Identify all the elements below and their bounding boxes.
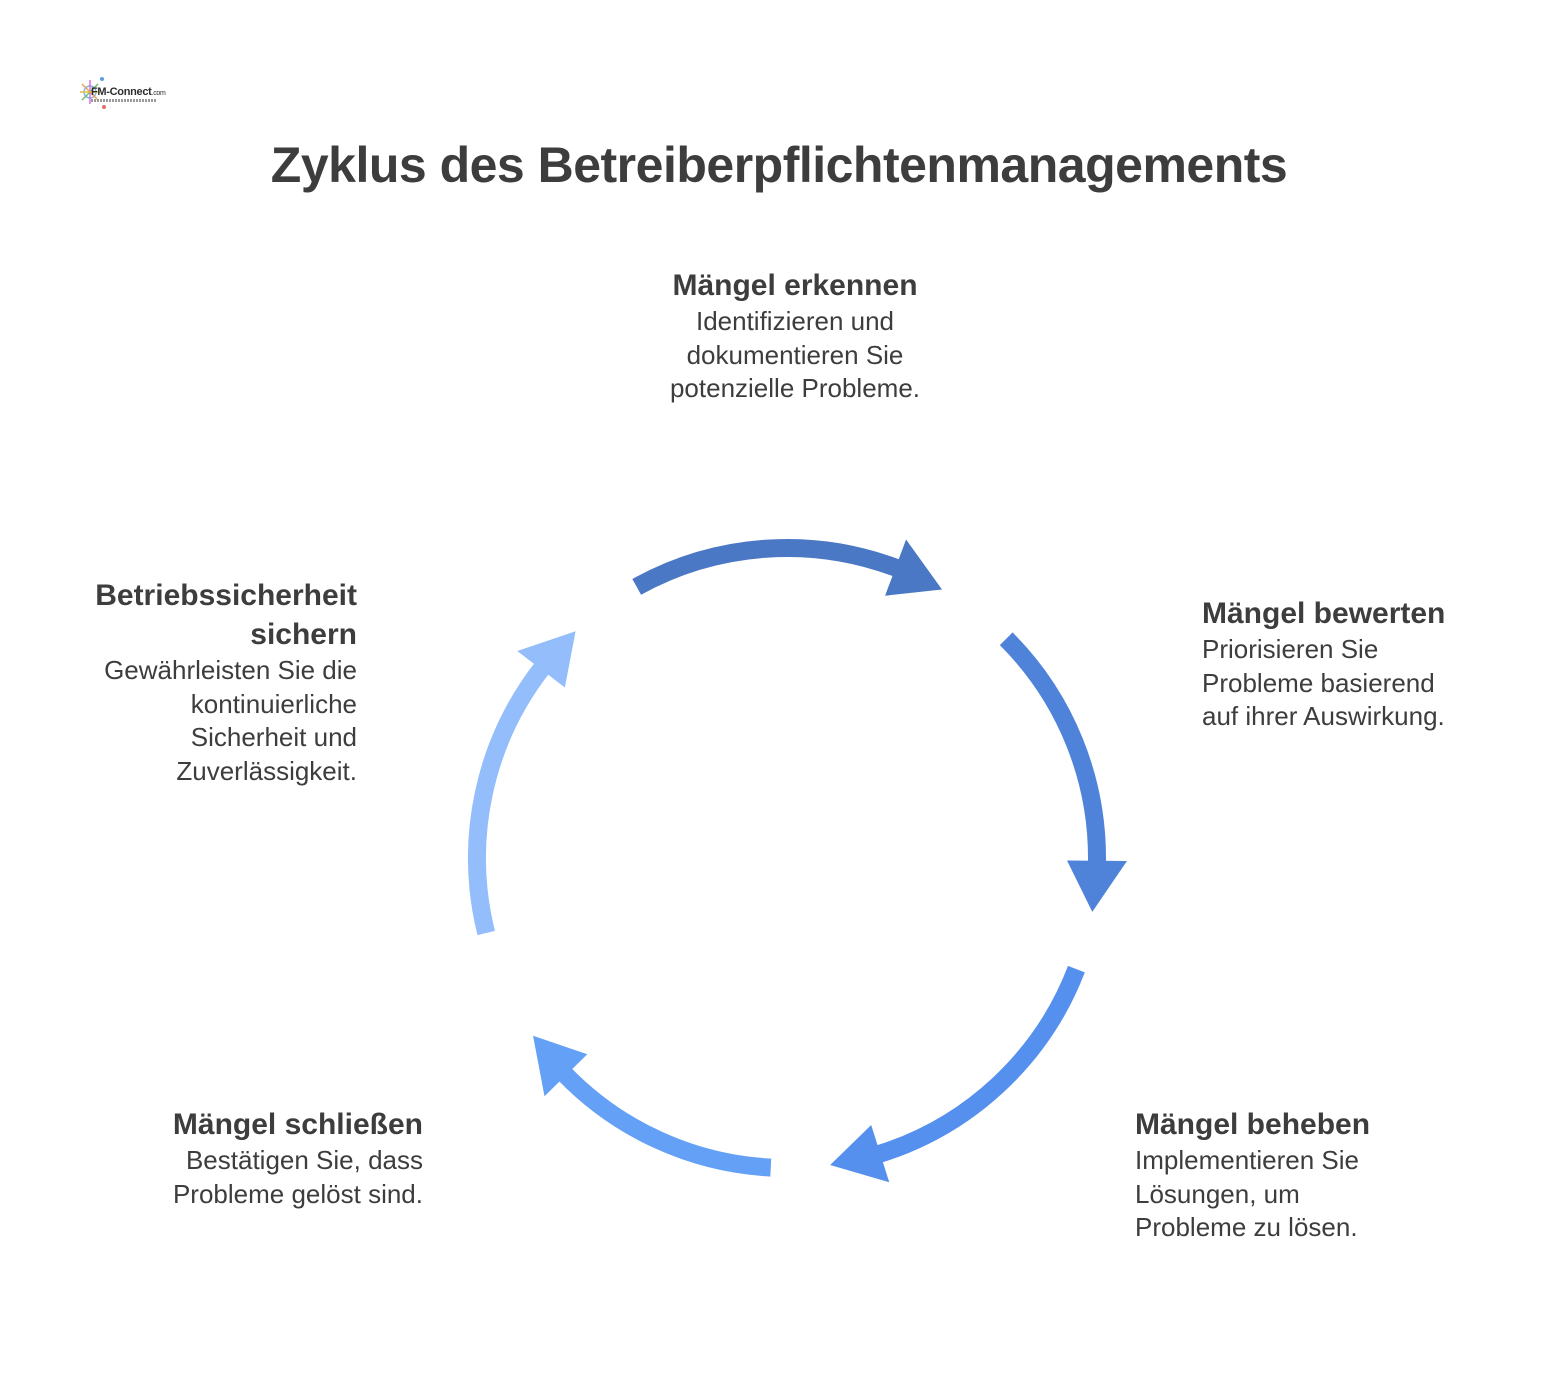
cycle-arrow-head-icon — [885, 539, 942, 596]
step-title: Mängel schließen — [172, 1108, 423, 1141]
cycle-arrow-head-icon — [1066, 860, 1127, 912]
cycle-arrow-shaft — [999, 632, 1106, 865]
step-title: Mängel erkennen — [672, 269, 918, 302]
step-maengel-bewerten: Mängel bewerten Priorisieren Sie Problem… — [1202, 594, 1502, 734]
cycle-arrow-shaft — [874, 965, 1085, 1164]
step-title: Betriebssicherheit sichern — [95, 579, 357, 651]
step-description: Implementieren Sie Lösungen, um Probleme… — [1135, 1145, 1359, 1242]
step-title: Mängel beheben — [1135, 1108, 1371, 1141]
cycle-arrow-1 — [632, 539, 942, 596]
logo-emblem-icon — [80, 77, 106, 109]
cycle-arrow-3 — [830, 965, 1085, 1183]
step-title: Mängel bewerten — [1202, 597, 1446, 630]
page-title: Zyklus des Betreiberpflichtenmanagements — [270, 137, 1288, 193]
cycle-arrow-shaft — [632, 539, 902, 595]
cycle-arrow-5 — [468, 631, 576, 936]
step-maengel-erkennen: Mängel erkennen Identifizieren und dokum… — [560, 266, 1030, 406]
step-maengel-schliessen: Mängel schließen Bestätigen Sie, dass Pr… — [90, 1105, 423, 1211]
step-description: Bestätigen Sie, dass Probleme gelöst sin… — [172, 1145, 423, 1209]
step-description: Gewährleisten Sie die kontinuierliche Si… — [104, 655, 357, 786]
cycle-arrow-head-icon — [517, 631, 576, 688]
step-maengel-beheben: Mängel beheben Implementieren Sie Lösung… — [1135, 1105, 1435, 1245]
logo-tagline — [91, 99, 157, 102]
cycle-arrow-shaft — [468, 661, 551, 936]
step-description: Priorisieren Sie Probleme basierend auf … — [1202, 634, 1445, 731]
cycle-arrow-shaft — [557, 1066, 772, 1177]
cycle-arrow-head-icon — [533, 1035, 588, 1097]
logo-wordmark: FM-Connect.com — [91, 86, 166, 98]
cycle-arrow-2 — [999, 632, 1127, 912]
fm-connect-logo: FM-Connect.com — [78, 74, 166, 114]
step-betriebssicherheit-sichern: Betriebssicherheit sichern Gewährleisten… — [40, 576, 357, 788]
step-description: Identifizieren und dokumentieren Sie pot… — [669, 306, 921, 403]
cycle-arrow-head-icon — [830, 1125, 890, 1183]
cycle-arrow-4 — [533, 1035, 772, 1177]
